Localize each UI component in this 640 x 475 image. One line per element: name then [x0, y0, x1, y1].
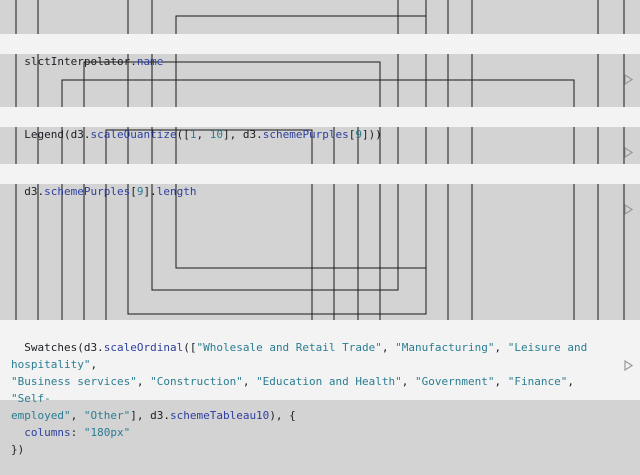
code-token: 10: [209, 128, 223, 141]
code-token: d3: [242, 128, 257, 141]
bg-rect-8: [175, 15, 427, 269]
code-token: "Wholesale and Retail Trade": [196, 341, 382, 354]
run-cell-button[interactable]: [624, 169, 634, 216]
code-token: :: [70, 426, 84, 439]
bg-rect-1: [15, 0, 625, 400]
code-token: "180px": [83, 426, 131, 439]
code-token: 1: [189, 128, 197, 141]
code-token: "Education and Health": [256, 375, 402, 388]
code-token: schemePurples: [262, 128, 349, 141]
code-token: "Business services": [11, 375, 137, 388]
code-token: .: [83, 128, 91, 141]
code-token: ,: [567, 375, 581, 388]
code-token: ],: [130, 409, 151, 422]
code-token: .: [256, 128, 263, 141]
code-token: "Self- employed": [11, 392, 71, 422]
code-token: "Other": [83, 409, 131, 422]
code-token: "Construction": [150, 375, 243, 388]
code-token: [: [348, 128, 356, 141]
code-token: ,: [242, 375, 257, 388]
code-token: d3: [150, 409, 164, 422]
code-token: ,: [70, 409, 84, 422]
run-cell-button[interactable]: [624, 112, 634, 159]
code-token: "Leisure and hospitality": [11, 341, 594, 371]
bg-rect-9: [447, 0, 473, 400]
code-token: schemePurples: [44, 185, 131, 198]
code-token: "Government": [415, 375, 495, 388]
code-token: ])): [362, 128, 382, 141]
code-token: ,: [381, 341, 396, 354]
bg-rect-3: [61, 79, 575, 400]
code-token: length: [156, 185, 197, 198]
code-token: ,: [136, 375, 151, 388]
play-triangle-icon: [624, 203, 634, 216]
run-cell-button[interactable]: [624, 325, 634, 372]
code-token: ].: [143, 185, 157, 198]
cell-code: Swatches(d3.scaleOrdinal(["Wholesale and…: [11, 341, 594, 456]
code-token: d3: [70, 128, 84, 141]
code-token: scaleQuantize: [90, 128, 177, 141]
code-token: }): [11, 443, 25, 456]
code-token: ([: [176, 128, 190, 141]
code-token: 9: [355, 128, 363, 141]
code-token: d3: [83, 341, 98, 354]
code-token: columns: [24, 426, 71, 439]
code-token: ,: [401, 375, 416, 388]
code-token: scaleOrdinal: [103, 341, 184, 354]
code-token: .: [130, 55, 137, 68]
code-token: ,: [494, 341, 508, 354]
cell-code: slctInterpolator.name: [24, 55, 163, 68]
code-cell-interpolator-name[interactable]: slctInterpolator.name: [0, 34, 640, 86]
code-token: 9: [136, 185, 144, 198]
code-token: Legend(: [24, 128, 71, 141]
code-token: ([: [183, 341, 197, 354]
code-token: name: [136, 55, 164, 68]
bg-rect-2: [37, 0, 599, 400]
play-triangle-icon: [624, 73, 634, 86]
code-token: .: [97, 341, 104, 354]
code-token: ,: [196, 128, 210, 141]
play-triangle-icon: [624, 146, 634, 159]
cell-code: Legend(d3.scaleQuantize([1, 10], d3.sche…: [24, 128, 382, 141]
code-token: "Finance": [507, 375, 568, 388]
code-token: ,: [90, 358, 98, 371]
bg-rect-5: [105, 129, 313, 400]
play-triangle-icon: [624, 359, 634, 372]
code-cell-scheme-length[interactable]: d3.schemePurples[9].length: [0, 164, 640, 216]
code-token: [: [130, 185, 137, 198]
code-token: schemeTableau10: [169, 409, 270, 422]
run-cell-button[interactable]: [624, 39, 634, 86]
nested-rectangles-background: [15, 0, 625, 400]
code-cell-legend-quantize[interactable]: Legend(d3.scaleQuantize([1, 10], d3.sche…: [0, 107, 640, 159]
cell-code: d3.schemePurples[9].length: [24, 185, 196, 198]
code-token: slctInterpolator: [24, 55, 131, 68]
code-token: ,: [494, 375, 508, 388]
code-token: .: [37, 185, 45, 198]
code-token: Swatches(: [24, 341, 84, 354]
code-token: "Manufacturing": [395, 341, 495, 354]
bg-rect-7: [151, 0, 399, 291]
code-token: ],: [222, 128, 243, 141]
code-token: .: [163, 409, 170, 422]
code-cell-swatches-ordinal[interactable]: Swatches(d3.scaleOrdinal(["Wholesale and…: [0, 320, 640, 456]
code-token: d3: [24, 185, 38, 198]
